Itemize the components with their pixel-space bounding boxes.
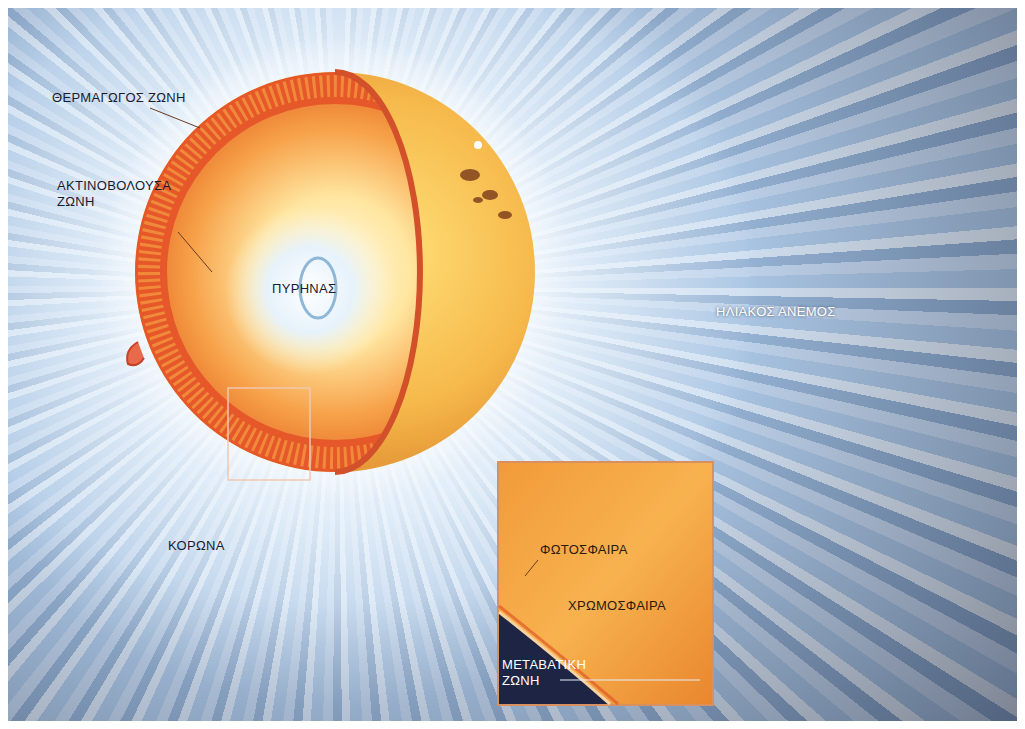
corona-label: ΚΟΡΩΝΑ	[168, 538, 225, 554]
wind-label: ΗΛΙΑΚΟΣ ΑΝΕΜΟΣ	[716, 304, 836, 320]
layer-label: ΧΡΩΜΟΣΦΑΙΡΑ	[568, 598, 666, 614]
core-label: ΠΥΡΗΝΑΣ	[272, 281, 336, 297]
zone-label: ΘΕΡΜΑΓΩΓΟΣ ΖΩΝΗ	[52, 90, 186, 106]
layer-label: ΦΩΤΟΣΦΑΙΡΑ	[540, 542, 628, 558]
zone-label: ΑΚΤΙΝΟΒΟΛΟΥΣΑ ΖΩΝΗ	[57, 178, 207, 210]
layer-label: ΜΕΤΑΒΑΤΙΚΗ ΖΩΝΗ	[502, 657, 572, 689]
